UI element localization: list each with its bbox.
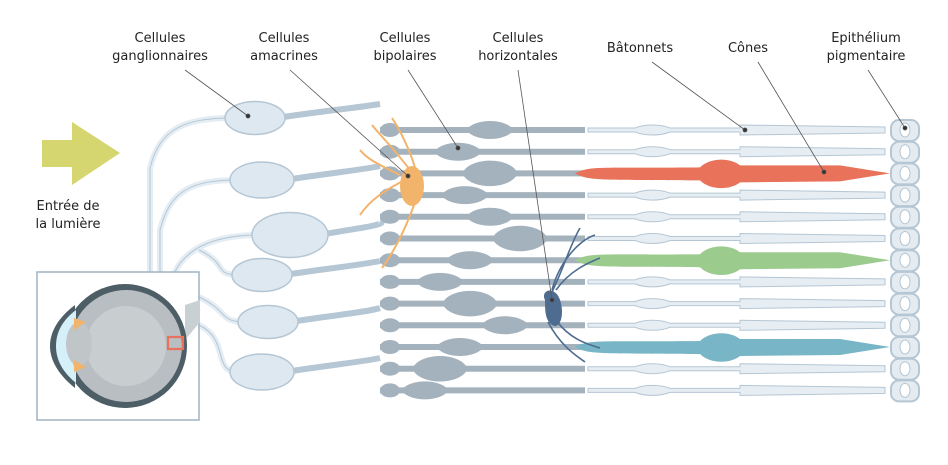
epithelium-nucleus [899, 274, 911, 290]
ganglion-dendrite [285, 355, 381, 375]
rod-cell [587, 124, 886, 136]
bipolar-cell [380, 186, 585, 205]
bipolar-cell [380, 381, 585, 400]
epithelium-nucleus [899, 165, 911, 181]
leader-lines [184, 61, 908, 303]
ganglion-axon-outline [149, 117, 234, 272]
ganglion-dendrite [289, 305, 381, 325]
bipolar-terminal [380, 188, 400, 203]
cone-cell [575, 159, 890, 189]
rod-cell [587, 276, 886, 288]
epithelium-nucleus [899, 209, 911, 225]
rod-cell [587, 298, 886, 310]
rod-cell [587, 146, 886, 158]
rod-cell [587, 363, 886, 375]
bipolar-terminal [380, 296, 400, 311]
ganglion-cell-body [224, 100, 286, 136]
epithelium-nucleus [899, 296, 911, 312]
bipolar-cell [380, 225, 585, 252]
ganglion-cell-body [237, 304, 299, 340]
cone-cell [575, 246, 890, 275]
bipolar-terminal [380, 209, 400, 224]
horizontal-cell [543, 227, 601, 363]
epithelium-nucleus [899, 317, 911, 333]
rod-cell [587, 384, 886, 396]
epithelium-nucleus [899, 382, 911, 398]
ganglion-axon-outline [159, 179, 239, 272]
rod-cell [587, 232, 886, 245]
ganglion-cell-body [229, 161, 295, 199]
light-arrow-icon [42, 122, 120, 185]
cone-cell [575, 333, 890, 362]
eye-inset [36, 271, 200, 421]
ganglion-cell-body [229, 353, 295, 391]
ganglion-dendrite [276, 101, 381, 121]
bipolar-cell [380, 355, 585, 382]
horizontal-cell-body [543, 290, 563, 326]
ganglion-cell-body [231, 257, 293, 293]
ganglion-axon [157, 177, 239, 272]
bipolar-cell [380, 142, 585, 161]
bipolar-terminal [380, 340, 400, 354]
ganglion-dendrite [283, 258, 381, 278]
rod-cell [587, 319, 886, 331]
bipolar-terminal [380, 383, 400, 398]
bipolar-cell [380, 207, 585, 226]
bipolar-terminal [380, 274, 400, 289]
bipolar-cell [380, 316, 585, 335]
photoreceptors [575, 124, 890, 396]
bipolar-cell [380, 160, 585, 187]
rod-cell [587, 211, 886, 223]
bipolar-cell [380, 338, 585, 356]
bipolar-terminal [380, 318, 400, 333]
ganglion-dendrite [285, 163, 381, 183]
bipolar-cell [380, 251, 585, 270]
epithelium-nucleus [899, 187, 911, 203]
ganglion-cell-body [251, 211, 329, 259]
rod-cell [587, 189, 886, 201]
label-cones: Cônes [728, 41, 768, 56]
ganglion-dendrite [319, 218, 385, 238]
label-rods: Bâtonnets [607, 41, 674, 56]
bipolar-terminal [380, 231, 400, 246]
pigment-epithelium [890, 119, 920, 403]
epithelium-nucleus [899, 252, 911, 268]
bipolar-terminal [380, 123, 400, 137]
epithelium-nucleus [899, 144, 911, 160]
bipolar-cell [380, 121, 585, 139]
bipolar-cells [380, 121, 585, 400]
bipolar-cell [380, 272, 585, 291]
epithelium-nucleus [899, 339, 911, 355]
bipolar-terminal [380, 361, 400, 376]
bipolar-cell [380, 290, 585, 317]
bipolar-terminal [380, 166, 400, 181]
horizontal-branches [547, 227, 601, 363]
epithelium-nucleus [899, 231, 911, 246]
amacrine-branches [359, 117, 416, 269]
epithelium-nucleus [899, 361, 911, 377]
